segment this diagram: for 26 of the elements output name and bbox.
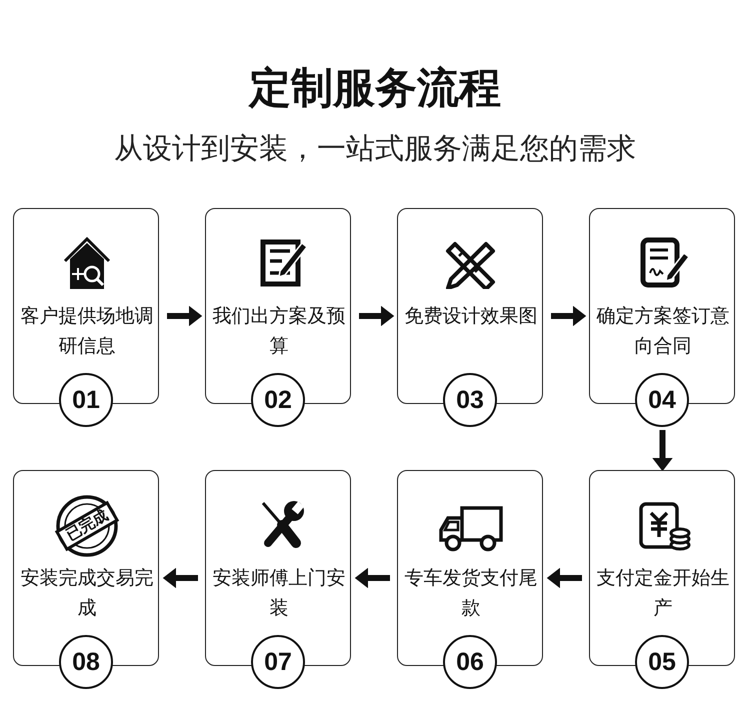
step-number: 07 — [251, 635, 305, 689]
step-number: 01 — [59, 373, 113, 427]
arrow — [551, 306, 586, 326]
arrow — [546, 568, 582, 588]
arrow — [359, 306, 394, 326]
step-caption: 确定方案签订意向合同 — [596, 304, 730, 359]
step-number: 05 — [635, 635, 689, 689]
subtitle: 从设计到安装，一站式服务满足您的需求 — [113, 130, 637, 167]
step-caption: 支付定金开始生产 — [596, 566, 730, 621]
step-number: 08 — [59, 635, 113, 689]
title: 定制服务流程 — [247, 62, 502, 114]
step-caption: 专车发货支付尾款 — [404, 566, 538, 621]
step-number: 04 — [635, 373, 689, 427]
step-caption: 免费设计效果图 — [404, 304, 538, 329]
step-number: 06 — [443, 635, 497, 689]
arrow — [162, 568, 198, 588]
step-caption: 我们出方案及预算 — [212, 304, 346, 359]
arrow — [652, 430, 673, 472]
step-caption: 安装完成交易完成 — [20, 566, 154, 621]
step-number: 03 — [443, 373, 497, 427]
step-caption: 安装师傅上门安装 — [212, 566, 346, 621]
arrow — [167, 306, 202, 326]
completed-stamp: 已完成 — [54, 493, 120, 559]
step-caption: 客户提供场地调研信息 — [20, 304, 154, 359]
step-number: 02 — [251, 373, 305, 427]
arrow — [354, 568, 390, 588]
